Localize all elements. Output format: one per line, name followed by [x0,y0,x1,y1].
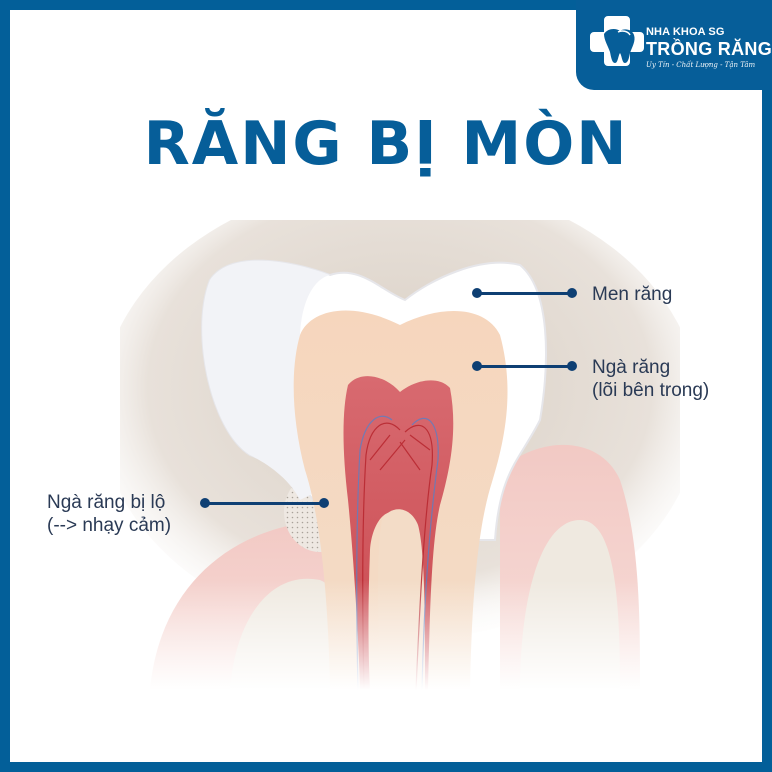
dentin-dot-end [567,361,577,371]
dentin-dot-start [472,361,482,371]
label-dentin-line2: (lõi bên trong) [592,380,710,401]
label-dentin-line1: Ngà răng [592,357,671,378]
label-enamel-text: Men răng [592,284,673,305]
logo-line1: NHA KHOA SG [646,26,725,38]
exposed-dentin-connector-line [205,502,324,505]
tooth-cross-section-illustration [120,220,680,690]
exposed-dentin-dot-end [319,498,329,508]
page-title: RĂNG BỊ MÒN [143,109,629,179]
exposed-dentin-dot-start [200,498,210,508]
enamel-dot-end [567,288,577,298]
label-exposed-dentin-line1: Ngà răng bị lộ [47,492,166,513]
enamel-dot-start [472,288,482,298]
dentin-connector-line [477,365,573,368]
enamel-connector-line [477,292,573,295]
label-dentin: Ngà răng (lõi bên trong) [592,356,709,402]
label-enamel: Men răng [592,283,672,306]
logo-text: NHA KHOA SG TRỒNG RĂNG Uy Tín - Chất Lượ… [646,26,772,69]
label-exposed-dentin: Ngà răng bị lộ (--> nhạy cảm) [47,491,171,537]
brand-logo: NHA KHOA SG TRỒNG RĂNG Uy Tín - Chất Lượ… [576,0,772,90]
label-exposed-dentin-line2: (--> nhạy cảm) [47,515,172,536]
logo-tagline: Uy Tín - Chất Lượng - Tận Tâm [646,61,756,69]
logo-line2: TRỒNG RĂNG [646,39,772,59]
cross-tooth-icon [590,16,644,66]
